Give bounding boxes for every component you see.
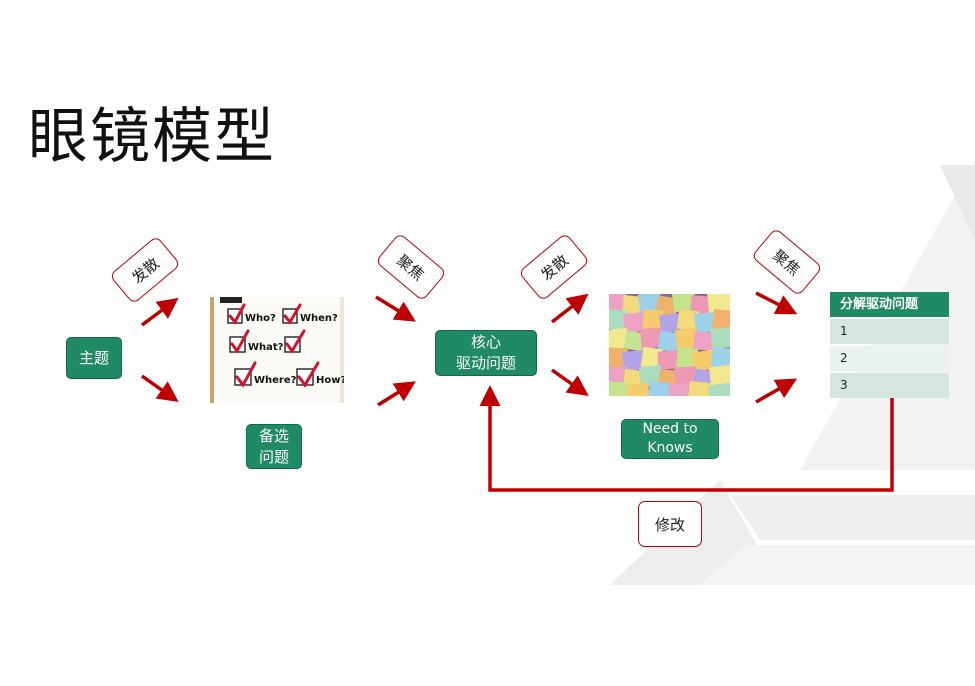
candidate-line1: 备选: [258, 426, 289, 445]
table-row: 2: [830, 346, 949, 371]
arrow-focus1-bottom: [377, 381, 416, 407]
core-driving-question-node: 核心 驱动问题: [435, 330, 537, 376]
revise-label: 修改: [638, 501, 702, 547]
checklist-item-where: Where?: [254, 375, 297, 386]
arrow-theme-up: [140, 297, 179, 327]
arrow-diverge2-up: [550, 293, 589, 324]
checklist-item-what: What?: [248, 342, 284, 353]
table-row: 3: [830, 373, 949, 398]
diverge-tag-2-label: 发散: [537, 250, 572, 284]
core-line1: 核心: [470, 333, 501, 351]
candidate-questions-node: 备选 问题: [246, 424, 302, 469]
table-row: 1: [830, 319, 949, 344]
need-line1: Need to: [642, 421, 698, 437]
page-title: 眼镜模型: [28, 102, 276, 172]
arrow-diverge2-down: [550, 368, 589, 397]
checklist-item-who: Who?: [245, 313, 276, 324]
diverge-tag-1-label: 发散: [128, 253, 163, 287]
sticky-notes-graphic: [609, 294, 730, 396]
theme-label: 主题: [78, 348, 109, 367]
core-line2: 驱动问题: [455, 354, 516, 372]
checklist-graphic: Who? When? What? Where? How?: [210, 297, 344, 403]
checklist-item-when: When?: [300, 313, 338, 324]
need-to-knows-node: Need to Knows: [621, 419, 719, 459]
arrow-theme-down: [140, 374, 179, 403]
focus-tag-2-label: 聚焦: [769, 245, 804, 279]
revise-label-text: 修改: [654, 515, 685, 534]
feedback-arrow: [479, 385, 894, 492]
theme-node: 主题: [66, 337, 122, 379]
checklist-item-how: How?: [316, 375, 344, 386]
need-line2: Knows: [647, 440, 693, 456]
candidate-line2: 问题: [258, 447, 289, 466]
decomposed-questions-table: 分解驱动问题 1 2 3: [830, 292, 949, 398]
table-header: 分解驱动问题: [830, 292, 949, 317]
focus-tag-1-label: 聚焦: [393, 250, 428, 284]
arrow-focus2-bottom: [755, 378, 798, 404]
arrow-focus2-top: [755, 291, 798, 315]
arrow-focus1-top: [375, 295, 416, 322]
sticky-notes-image: [609, 294, 730, 396]
checklist-image: Who? When? What? Where? How?: [210, 297, 344, 403]
